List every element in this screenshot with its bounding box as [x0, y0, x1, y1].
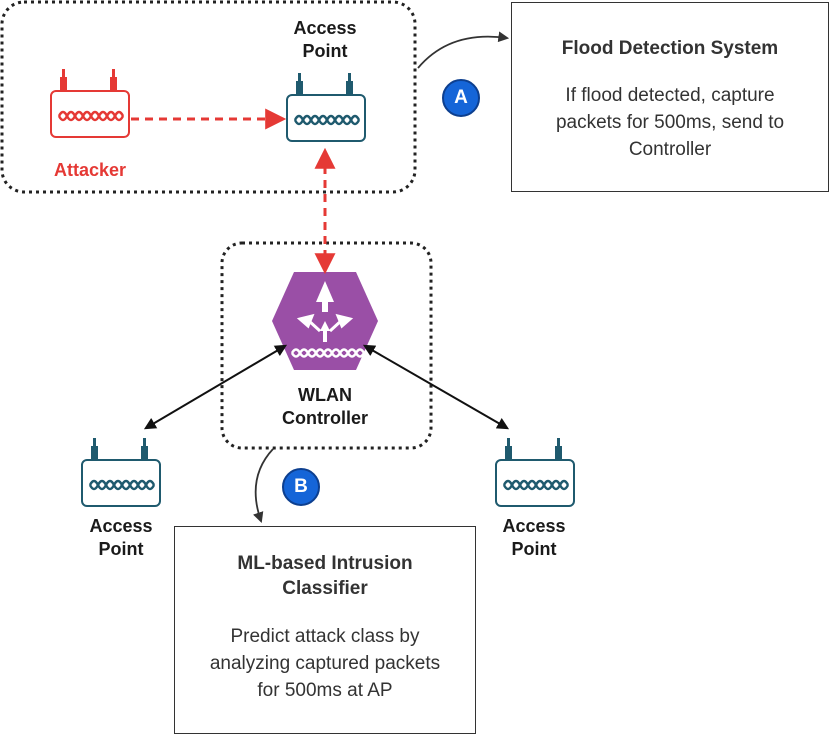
flood-detection-line: packets for 500ms, send to [555, 112, 785, 133]
badge-a: A [442, 79, 480, 117]
flood-detection-box: Flood Detection System If flood detected… [511, 2, 829, 192]
wlan-controller-icon [272, 272, 378, 370]
flood-detection-line: If flood detected, capture [565, 85, 775, 106]
classifier-line: for 500ms at AP [257, 680, 393, 701]
intrusion-classifier-box: ML-based Intrusion Classifier Predict at… [174, 526, 476, 734]
flood-system-pointer [417, 31, 510, 69]
controller-right-ap-link [362, 344, 510, 430]
top-access-point-icon [286, 71, 366, 143]
classifier-line: Predict attack class by [230, 626, 420, 647]
attack-zone-group [0, 0, 417, 194]
attacker-label: Attacker [53, 160, 127, 180]
classifier-title: ML-based Intrusion Classifier [237, 553, 413, 599]
classifier-pointer [253, 448, 274, 524]
attacker-router-icon [50, 68, 130, 138]
classifier-line: analyzing captured packets [209, 653, 441, 674]
left-access-point-icon [81, 436, 161, 508]
flood-detection-title: Flood Detection System [561, 38, 779, 59]
right-access-point-icon [495, 436, 575, 508]
badge-b: B [282, 468, 320, 506]
flood-detection-line: Controller [628, 139, 712, 160]
controller-left-ap-link [143, 344, 288, 430]
